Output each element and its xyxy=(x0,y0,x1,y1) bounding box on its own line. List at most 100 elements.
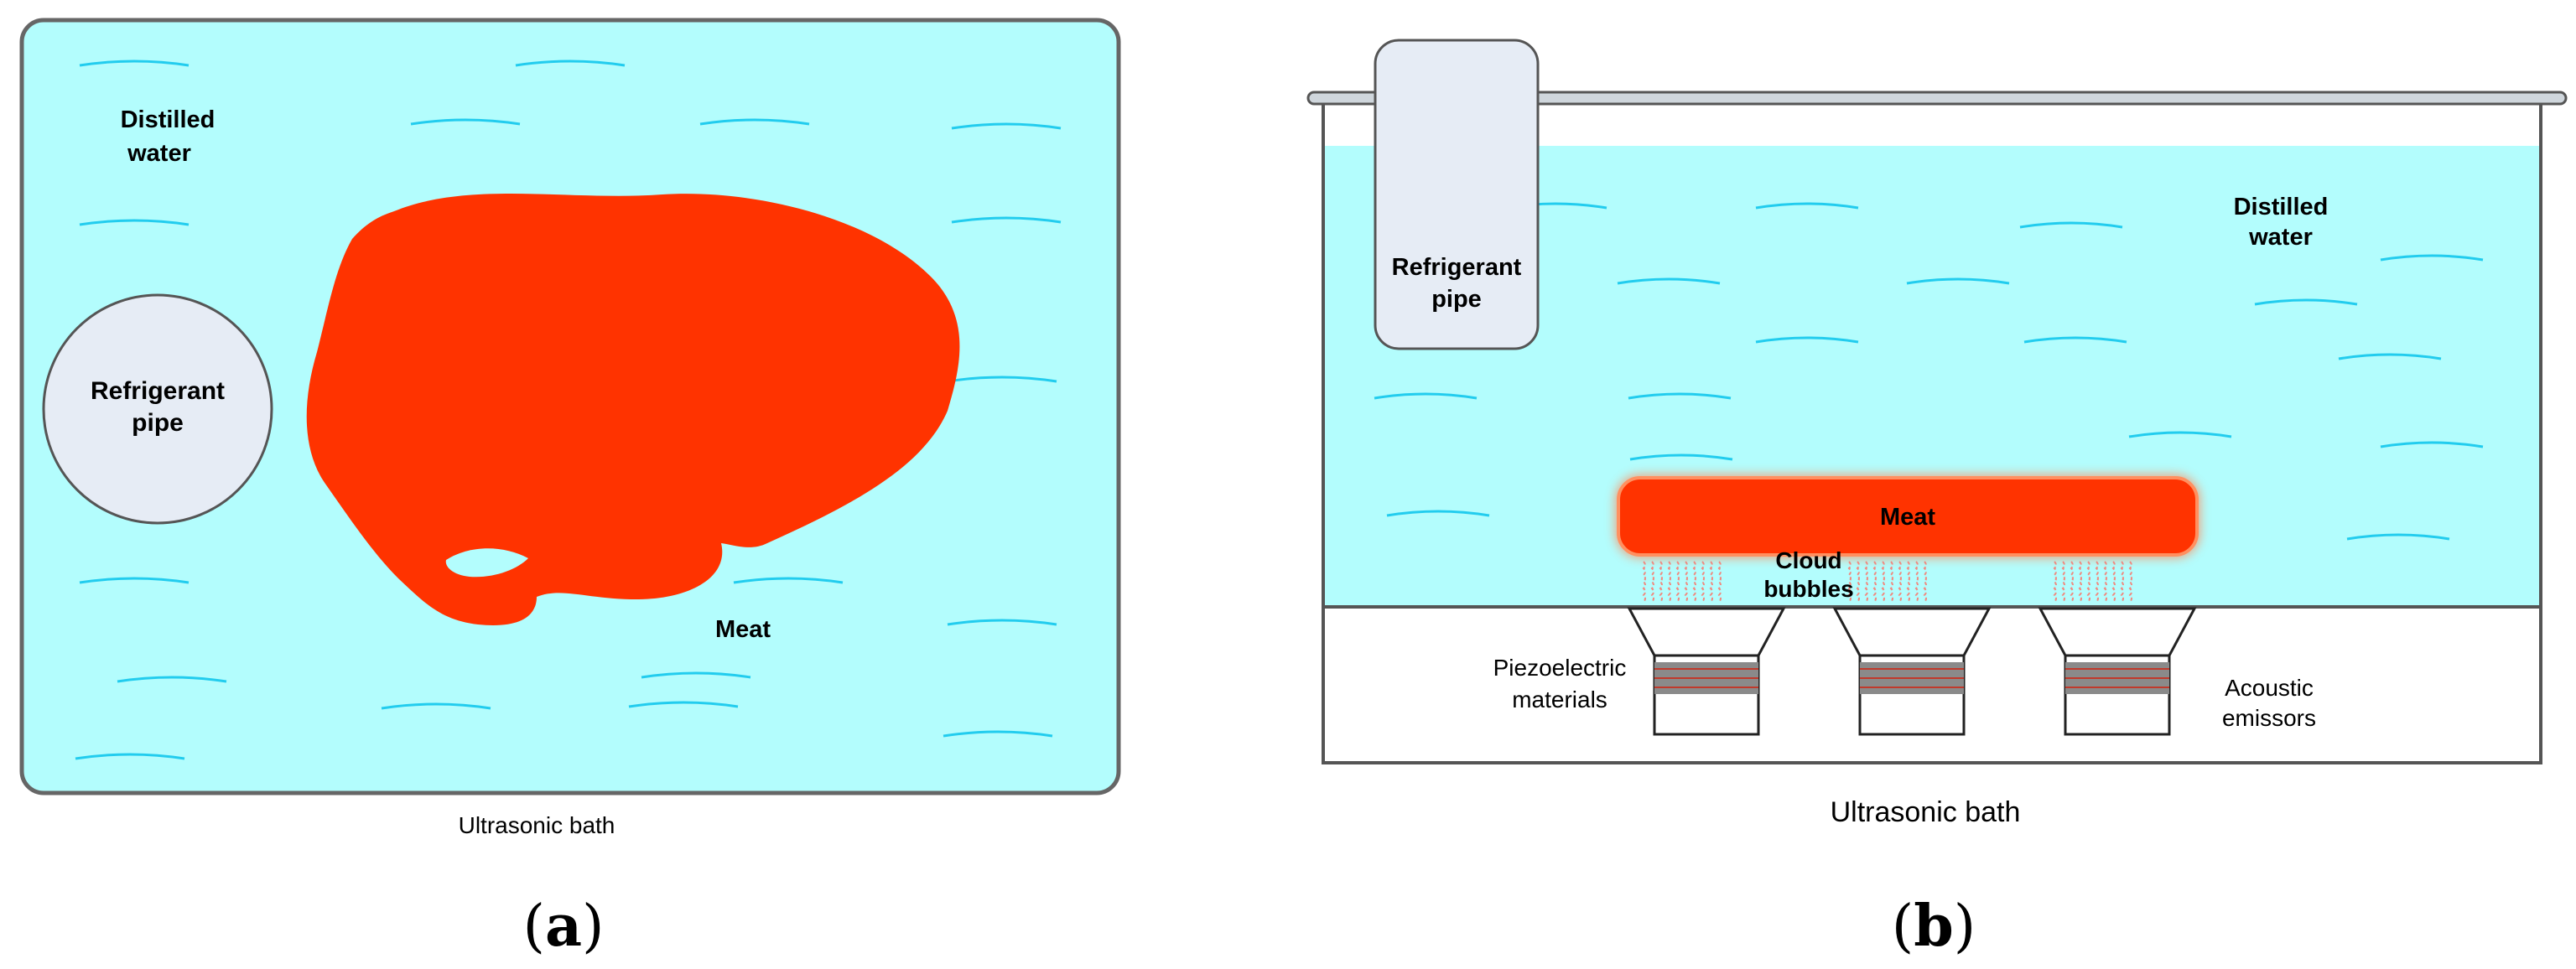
panel-a-meat-notch xyxy=(445,548,528,578)
bubble-trail xyxy=(1692,561,1696,603)
bubble-trail xyxy=(2061,561,2065,603)
water-ripple xyxy=(2380,441,2484,448)
panel-a-pipe-label-line2: pipe xyxy=(132,409,184,437)
bubble-trail xyxy=(1906,561,1910,603)
panel-a: Refrigerant pipe Meat Distilled water Ul… xyxy=(19,18,1121,960)
water-ripple xyxy=(1374,392,1478,400)
bubble-trail xyxy=(2111,561,2116,603)
water-ripple xyxy=(1617,277,1721,285)
water-ripple xyxy=(117,676,227,683)
panel-b-bubbles-label-line1: Cloud xyxy=(1775,547,1841,573)
water-ripple xyxy=(733,577,844,584)
water-ripple xyxy=(75,753,185,760)
bubble-trail xyxy=(2070,561,2074,603)
panel-a-water-label-line1: Distilled xyxy=(121,106,216,133)
panel-b-piezo-label-line2: materials xyxy=(1512,687,1607,712)
water-ripple xyxy=(943,730,1053,738)
bubble-trail xyxy=(1847,561,1852,603)
bubble-trail xyxy=(1864,561,1868,603)
bubble-trail xyxy=(1642,561,1646,603)
panel-b-meat-slab xyxy=(1617,476,2199,557)
acoustic-emitter xyxy=(2038,607,2197,736)
emitter-horn xyxy=(1832,607,1992,657)
water-ripple xyxy=(1628,392,1732,400)
water-ripple xyxy=(2254,298,2358,306)
bubble-trail xyxy=(2078,561,2082,603)
water-ripple xyxy=(2338,353,2442,360)
panel-b-caption: (b) xyxy=(1892,893,1976,960)
panel-b-meat-label: Meat xyxy=(1880,504,1935,531)
water-ripple xyxy=(1755,336,1859,344)
bubble-trail xyxy=(2120,561,2124,603)
water-ripple xyxy=(947,619,1057,626)
panel-a-water-label-line2: water xyxy=(127,140,191,167)
water-ripple xyxy=(79,219,190,226)
emitter-horn xyxy=(1627,607,1786,657)
bubble-trail xyxy=(2095,561,2099,603)
water-ripple xyxy=(1386,510,1490,517)
water-ripple xyxy=(1906,277,2010,285)
water-ripple xyxy=(947,376,1057,383)
panel-b-emitters-label-line1: Acoustic xyxy=(2225,675,2314,701)
panel-b: Refrigerant pipe Distilled water Meat Cl… xyxy=(1306,39,2568,960)
panel-b-bubbles-label-line2: bubbles xyxy=(1763,576,1853,602)
water-ripple xyxy=(2380,254,2484,262)
panel-b-refrigerant-pipe xyxy=(1374,39,1540,350)
panel-b-emitters-label-line2: emissors xyxy=(2222,705,2316,731)
water-ripple xyxy=(951,122,1062,130)
bubble-trail xyxy=(1675,561,1680,603)
water-ripple xyxy=(641,671,751,679)
bubble-trail xyxy=(2086,561,2090,603)
panel-a-refrigerant-pipe xyxy=(42,293,273,525)
panel-b-piezo-label-line1: Piezoelectric xyxy=(1493,655,1627,681)
bubble-trail xyxy=(1914,561,1919,603)
water-ripple xyxy=(381,702,491,710)
acoustic-emitter xyxy=(1832,607,1992,736)
panel-b-tank-rim xyxy=(1306,91,2568,106)
panel-a-caption: (a) xyxy=(522,893,604,960)
bubble-trail xyxy=(1856,561,1860,603)
panel-b-water-label-line2: water xyxy=(2248,224,2313,251)
bubble-trail xyxy=(1684,561,1688,603)
panel-b-caption-letter: b xyxy=(1914,893,1954,960)
water-ripple xyxy=(79,577,190,584)
bubble-trail xyxy=(2053,561,2057,603)
panel-b-cloud-bubbles xyxy=(1642,561,2132,603)
acoustic-emitter xyxy=(1627,607,1786,736)
panel-a-caption-letter: a xyxy=(545,893,582,960)
water-ripple xyxy=(410,118,521,126)
bubble-trail xyxy=(1717,561,1722,603)
water-ripple xyxy=(1755,202,1859,210)
bubble-trail xyxy=(1659,561,1663,603)
water-ripple xyxy=(628,701,739,708)
bubble-trail xyxy=(1872,561,1877,603)
bubble-trail xyxy=(2103,561,2107,603)
bubble-trail xyxy=(1923,561,1927,603)
water-ripple xyxy=(699,118,810,126)
bubble-trail xyxy=(1889,561,1893,603)
bubble-trail xyxy=(1881,561,1885,603)
water-ripple xyxy=(515,60,626,67)
bubble-trail xyxy=(1898,561,1902,603)
panel-b-transducers xyxy=(1627,607,2197,736)
panel-a-meat-label: Meat xyxy=(715,616,771,643)
panel-a-pipe-label-line1: Refrigerant xyxy=(91,377,225,405)
panel-b-pipe-label-line1: Refrigerant xyxy=(1392,254,1522,281)
emitter-horn xyxy=(2038,607,2197,657)
water-ripple xyxy=(79,60,190,67)
water-ripple xyxy=(2128,431,2232,438)
water-ripple xyxy=(2346,533,2450,541)
panel-b-water-ripples xyxy=(1374,202,2484,541)
bubble-trail xyxy=(1709,561,1713,603)
panel-b-pipe-label-line2: pipe xyxy=(1431,286,1482,313)
panel-a-bath-label: Ultrasonic bath xyxy=(459,812,615,838)
bubble-trail xyxy=(2128,561,2132,603)
panel-a-meat-piece xyxy=(306,194,960,625)
water-ripple xyxy=(1629,453,1733,461)
water-ripple xyxy=(2023,336,2127,344)
water-ripple xyxy=(951,216,1062,224)
water-ripple xyxy=(2019,221,2123,229)
bubble-trail xyxy=(1701,561,1705,603)
panel-b-bath-label: Ultrasonic bath xyxy=(1831,796,2021,828)
